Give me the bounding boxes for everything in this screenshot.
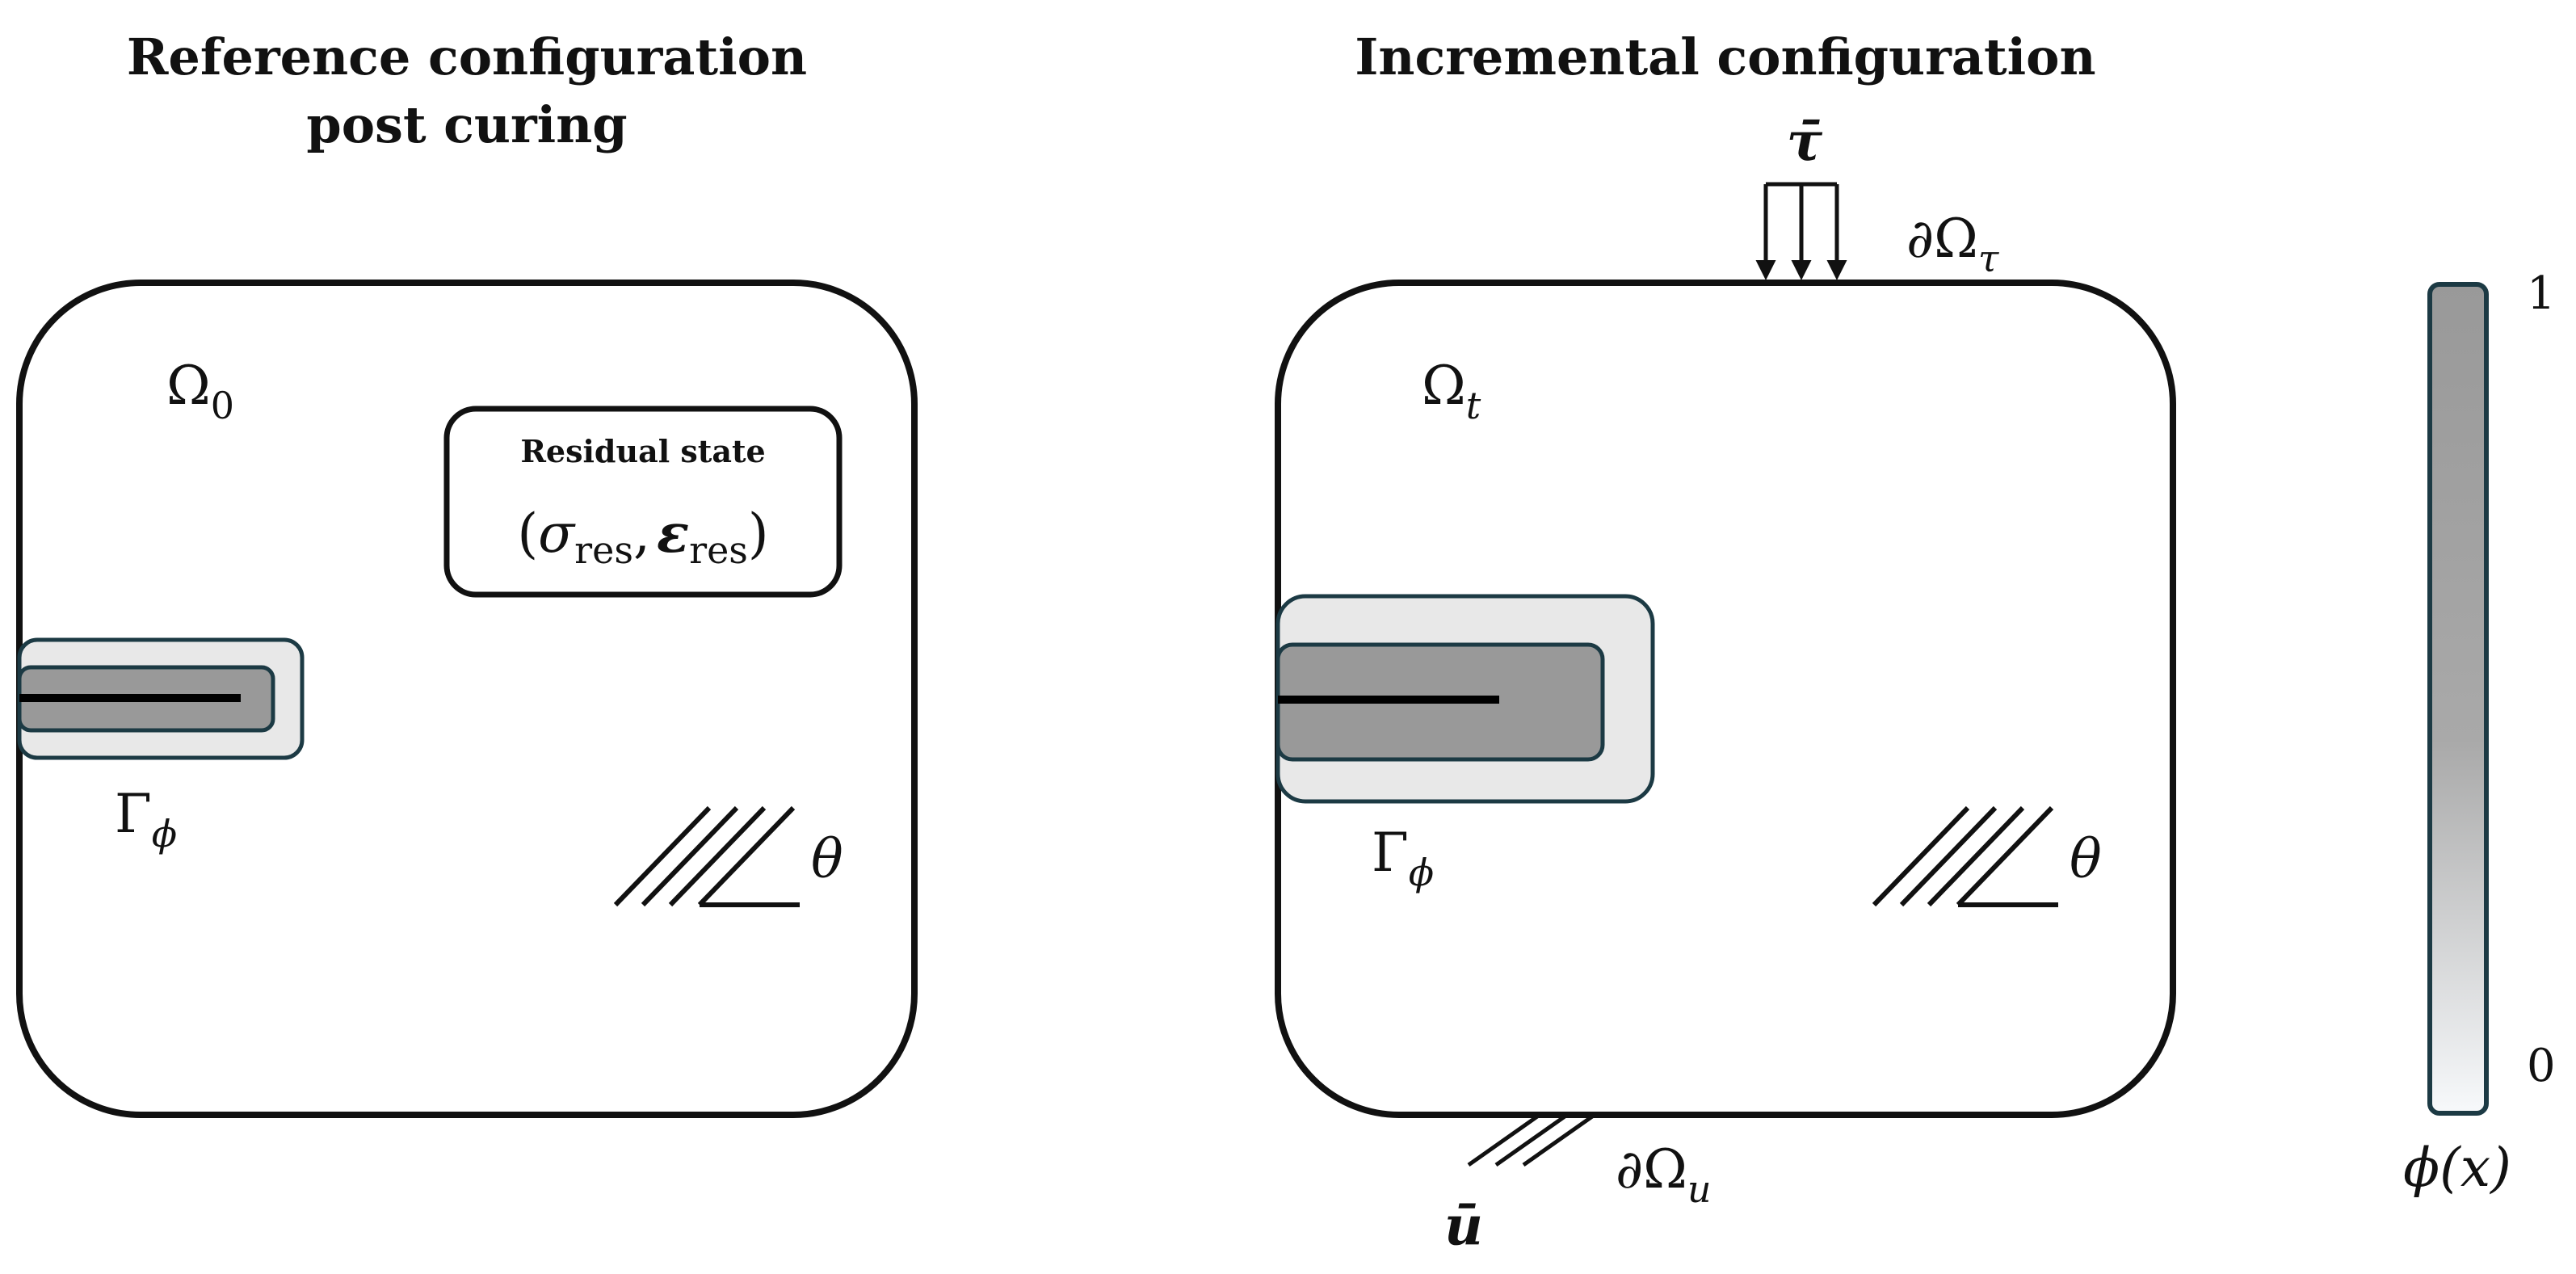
- left-gamma-label: Γϕ: [115, 783, 177, 856]
- residual-state-formula: (σres,εres): [517, 502, 768, 572]
- left-fiber-angle-icon: [613, 805, 800, 907]
- sigma-subscript: res: [574, 528, 633, 572]
- left-theta-label: θ: [811, 828, 843, 890]
- epsilon-subscript: res: [689, 528, 748, 572]
- colorbar-max-label: 1: [2527, 267, 2556, 320]
- right-fiber-angle-icon: [1872, 805, 2058, 907]
- right-gamma-label: Γϕ: [1372, 822, 1434, 894]
- omega-t-label: Ωt: [1422, 355, 1481, 427]
- traction-label: τ̄: [1787, 110, 1823, 173]
- traction-arrows-icon: [1755, 182, 1847, 280]
- colorbar-label: ϕ(x): [2403, 1137, 2511, 1199]
- omega-symbol: Ω: [166, 355, 211, 417]
- right-title: Incremental configuration: [1355, 27, 2095, 86]
- open-paren: (: [517, 502, 538, 565]
- left-title-line2: post curing: [306, 95, 627, 154]
- epsilon-symbol: ε: [657, 502, 689, 565]
- residual-state-title: Residual state: [520, 433, 765, 469]
- traction-boundary-symbol: ∂Ω: [1906, 208, 1978, 270]
- omega-subscript: t: [1466, 384, 1481, 427]
- traction-boundary-label: ∂Ωτ: [1906, 208, 2000, 280]
- displacement-support-icon: [1467, 1112, 1596, 1167]
- gamma-subscript: ϕ: [1409, 851, 1434, 894]
- omega-symbol: Ω: [1422, 355, 1466, 417]
- sigma-symbol: σ: [538, 502, 576, 565]
- displacement-boundary-symbol: ∂Ω: [1616, 1138, 1687, 1200]
- omega-0-label: Ω0: [166, 355, 234, 427]
- omega-subscript: 0: [211, 384, 234, 427]
- close-paren: ): [748, 502, 769, 565]
- phase-field-colorbar: [2427, 282, 2489, 1116]
- comma: ,: [633, 502, 650, 565]
- residual-state-box: [443, 406, 843, 598]
- gamma-symbol: Γ: [115, 783, 152, 845]
- traction-boundary-subscript: τ: [1978, 237, 2000, 280]
- displacement-boundary-label: ∂Ωu: [1616, 1138, 1712, 1211]
- displacement-label: ū: [1444, 1194, 1483, 1257]
- gamma-symbol: Γ: [1372, 822, 1409, 884]
- gamma-subscript: ϕ: [152, 812, 177, 856]
- colorbar-min-label: 0: [2527, 1040, 2556, 1092]
- left-title-line1: Reference configuration: [127, 27, 807, 86]
- right-theta-label: θ: [2070, 828, 2102, 890]
- displacement-boundary-subscript: u: [1687, 1167, 1712, 1211]
